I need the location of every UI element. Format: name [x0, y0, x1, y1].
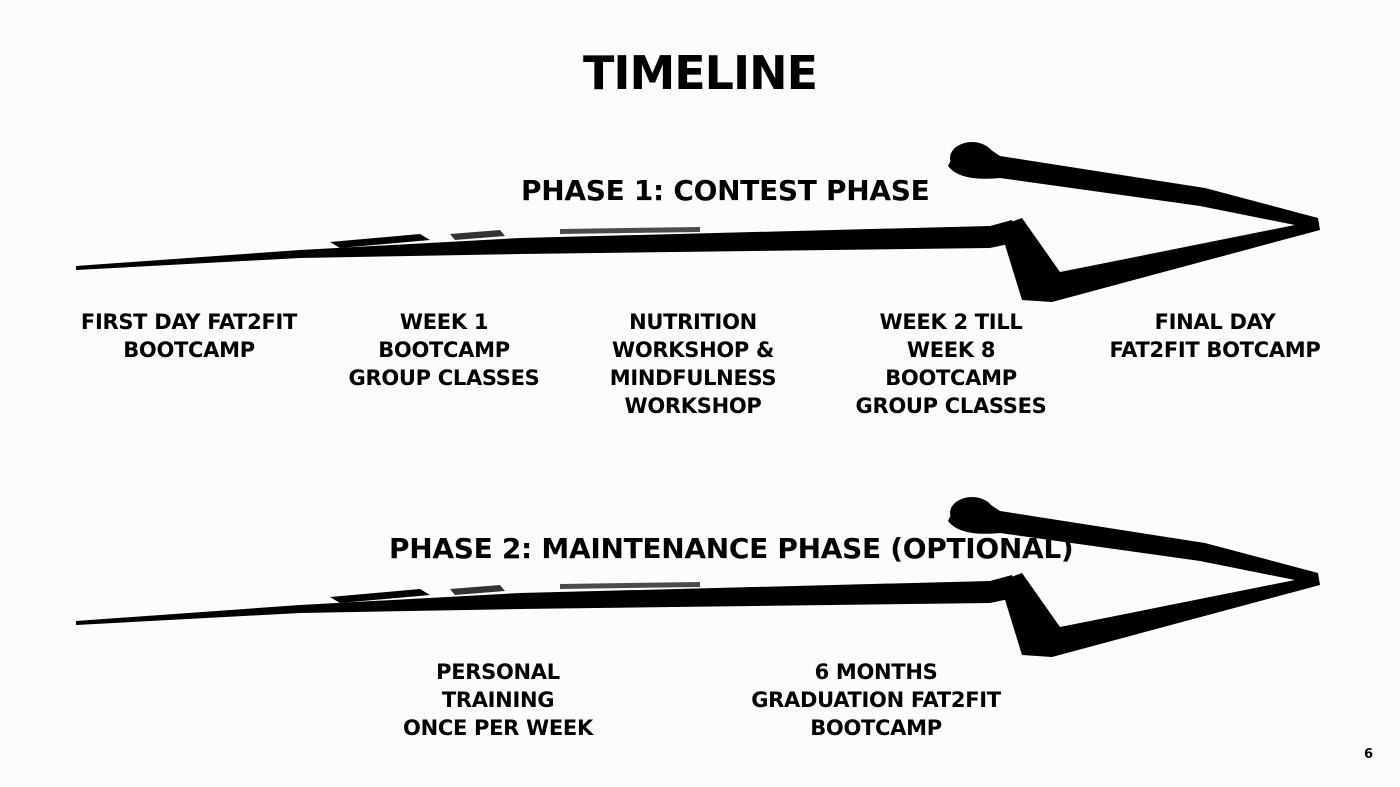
milestone-workshops: NUTRITION WORKSHOP & MINDFULNESS WORKSHO…	[609, 310, 777, 418]
brush-arrow-icon	[76, 142, 1320, 302]
milestone-first-day: FIRST DAY FAT2FIT BOOTCAMP	[80, 310, 298, 362]
page-number: 6	[1364, 747, 1374, 762]
milestone-final-day: FINAL DAY FAT2FIT BOTCAMP	[1109, 310, 1321, 362]
slide-title: TIMELINE	[582, 46, 818, 100]
phase-1-title: PHASE 1: CONTEST PHASE	[521, 174, 930, 207]
milestone-personal-training: PERSONAL TRAINING ONCE PER WEEK	[403, 660, 593, 740]
milestone-graduation: 6 MONTHS GRADUATION FAT2FIT BOOTCAMP	[751, 660, 1001, 740]
milestone-week-1: WEEK 1 BOOTCAMP GROUP CLASSES	[348, 310, 540, 390]
phase-2-title: PHASE 2: MAINTENANCE PHASE (OPTIONAL)	[389, 532, 1074, 565]
milestone-week-2-to-8: WEEK 2 TILL WEEK 8 BOOTCAMP GROUP CLASSE…	[855, 310, 1047, 418]
brush-arrow-icon	[76, 497, 1320, 657]
